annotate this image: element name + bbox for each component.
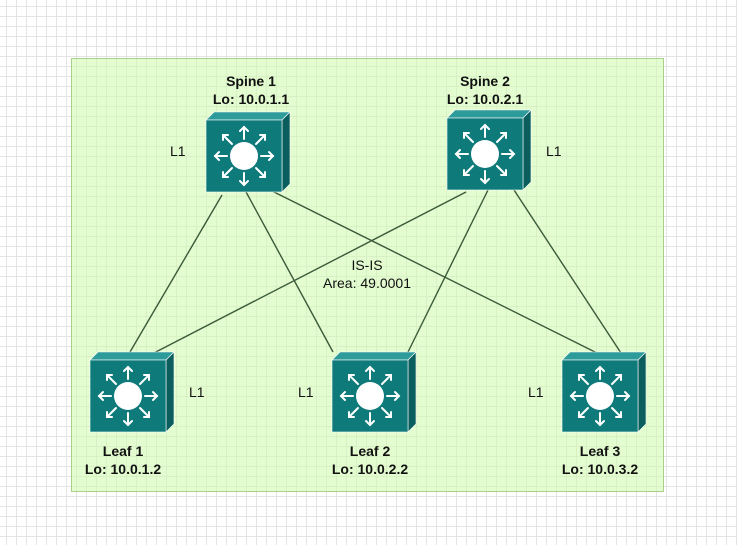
leaf3-label: Leaf 3 Lo: 10.0.3.2 bbox=[545, 442, 655, 478]
isis-protocol: IS-IS bbox=[351, 257, 383, 273]
leaf1-isis-level: L1 bbox=[189, 384, 205, 400]
leaf2-loopback: Lo: 10.0.2.2 bbox=[331, 461, 409, 477]
leaf2-name: Leaf 2 bbox=[349, 443, 391, 459]
layer3-switch-icon bbox=[205, 111, 291, 193]
leaf2-label: Leaf 2 Lo: 10.0.2.2 bbox=[315, 442, 425, 478]
spine2-name: Spine 2 bbox=[460, 73, 510, 89]
spine1-name: Spine 1 bbox=[226, 73, 276, 89]
leaf1-name: Leaf 1 bbox=[102, 443, 144, 459]
leaf2-switch[interactable] bbox=[330, 350, 418, 436]
layer3-switch-icon bbox=[89, 351, 175, 433]
spine2-switch[interactable] bbox=[445, 108, 533, 194]
spine2-label: Spine 2 Lo: 10.0.2.1 bbox=[430, 72, 540, 108]
spine1-switch[interactable] bbox=[204, 110, 292, 196]
leaf3-loopback: Lo: 10.0.3.2 bbox=[561, 461, 639, 477]
leaf1-switch[interactable] bbox=[88, 350, 176, 436]
spine1-label: Spine 1 Lo: 10.0.1.1 bbox=[196, 72, 306, 108]
spine1-isis-level: L1 bbox=[170, 143, 186, 159]
leaf1-label: Leaf 1 Lo: 10.0.1.2 bbox=[68, 442, 178, 478]
layer3-switch-icon bbox=[446, 109, 532, 191]
spine1-loopback: Lo: 10.0.1.1 bbox=[212, 91, 290, 107]
layer3-switch-icon bbox=[561, 351, 647, 433]
spine2-loopback: Lo: 10.0.2.1 bbox=[446, 91, 524, 107]
isis-area-label: IS-IS Area: 49.0001 bbox=[307, 256, 427, 292]
layer3-switch-icon bbox=[331, 351, 417, 433]
leaf3-switch[interactable] bbox=[560, 350, 648, 436]
isis-area-id: Area: 49.0001 bbox=[323, 275, 411, 291]
leaf2-isis-level: L1 bbox=[298, 384, 314, 400]
spine2-isis-level: L1 bbox=[546, 143, 562, 159]
leaf1-loopback: Lo: 10.0.1.2 bbox=[84, 461, 162, 477]
leaf3-isis-level: L1 bbox=[528, 384, 544, 400]
leaf3-name: Leaf 3 bbox=[579, 443, 621, 459]
